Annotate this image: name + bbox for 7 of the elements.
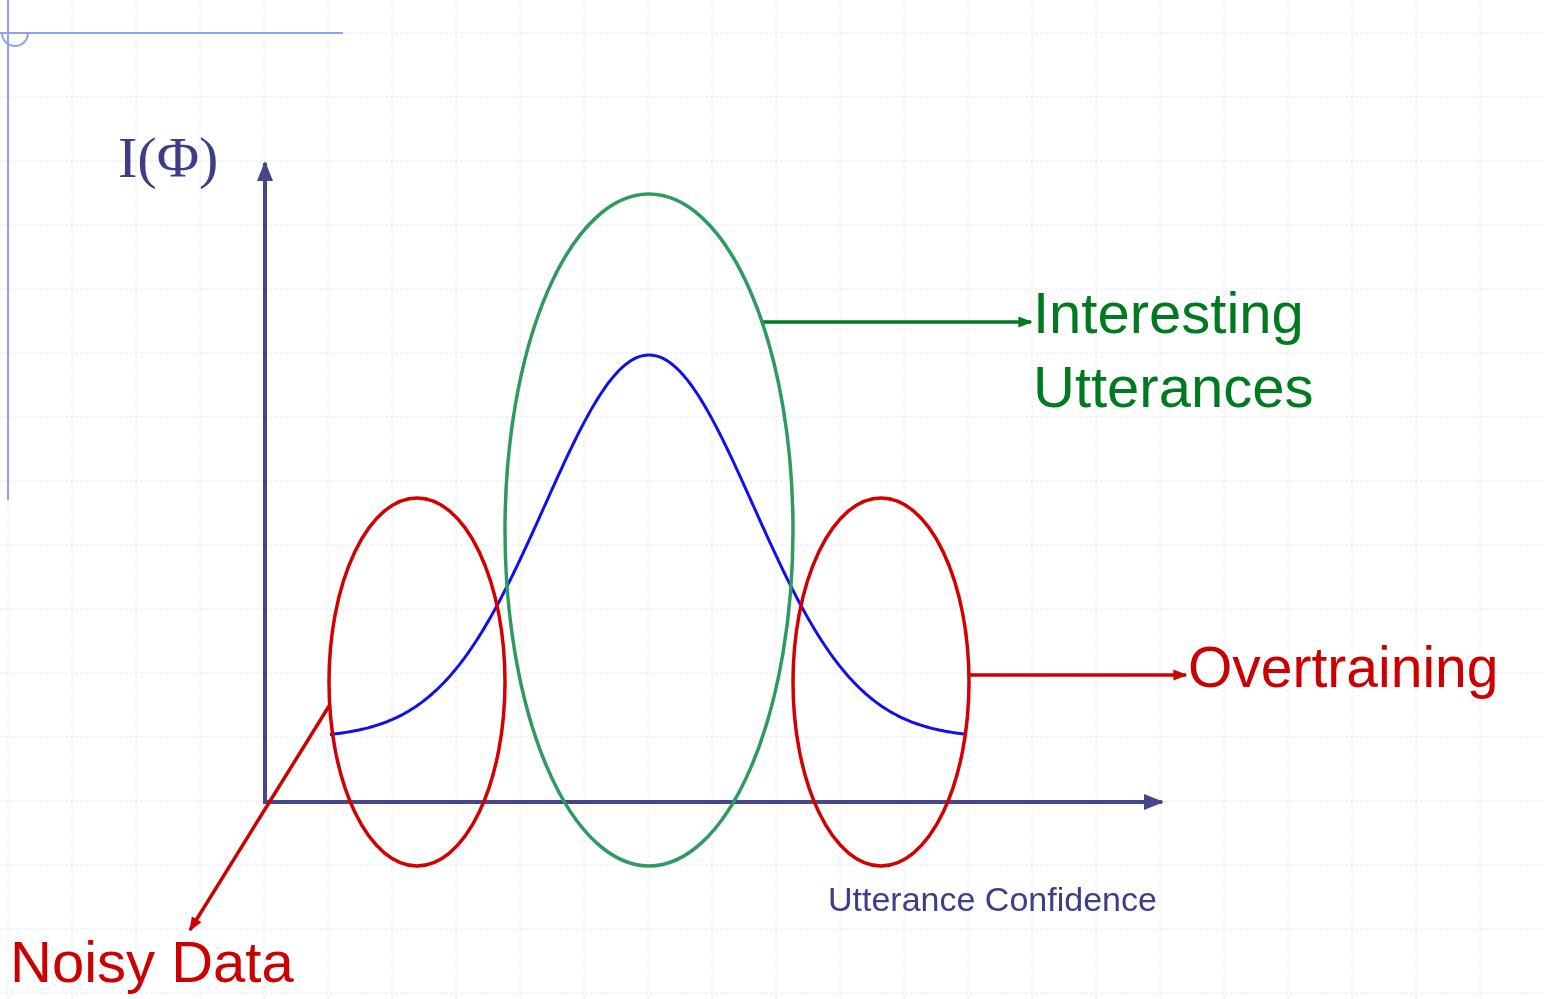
arrow: [968, 669, 1188, 681]
callout-text: Overtraining: [1188, 636, 1500, 699]
axis-label: I(Φ): [118, 124, 219, 191]
callout-text: Noisy Data: [10, 930, 295, 994]
arrow: [762, 316, 1033, 328]
axis-label: Utterance Confidence: [828, 880, 1157, 919]
callout-text: Interesting Utterances: [1033, 279, 1315, 421]
